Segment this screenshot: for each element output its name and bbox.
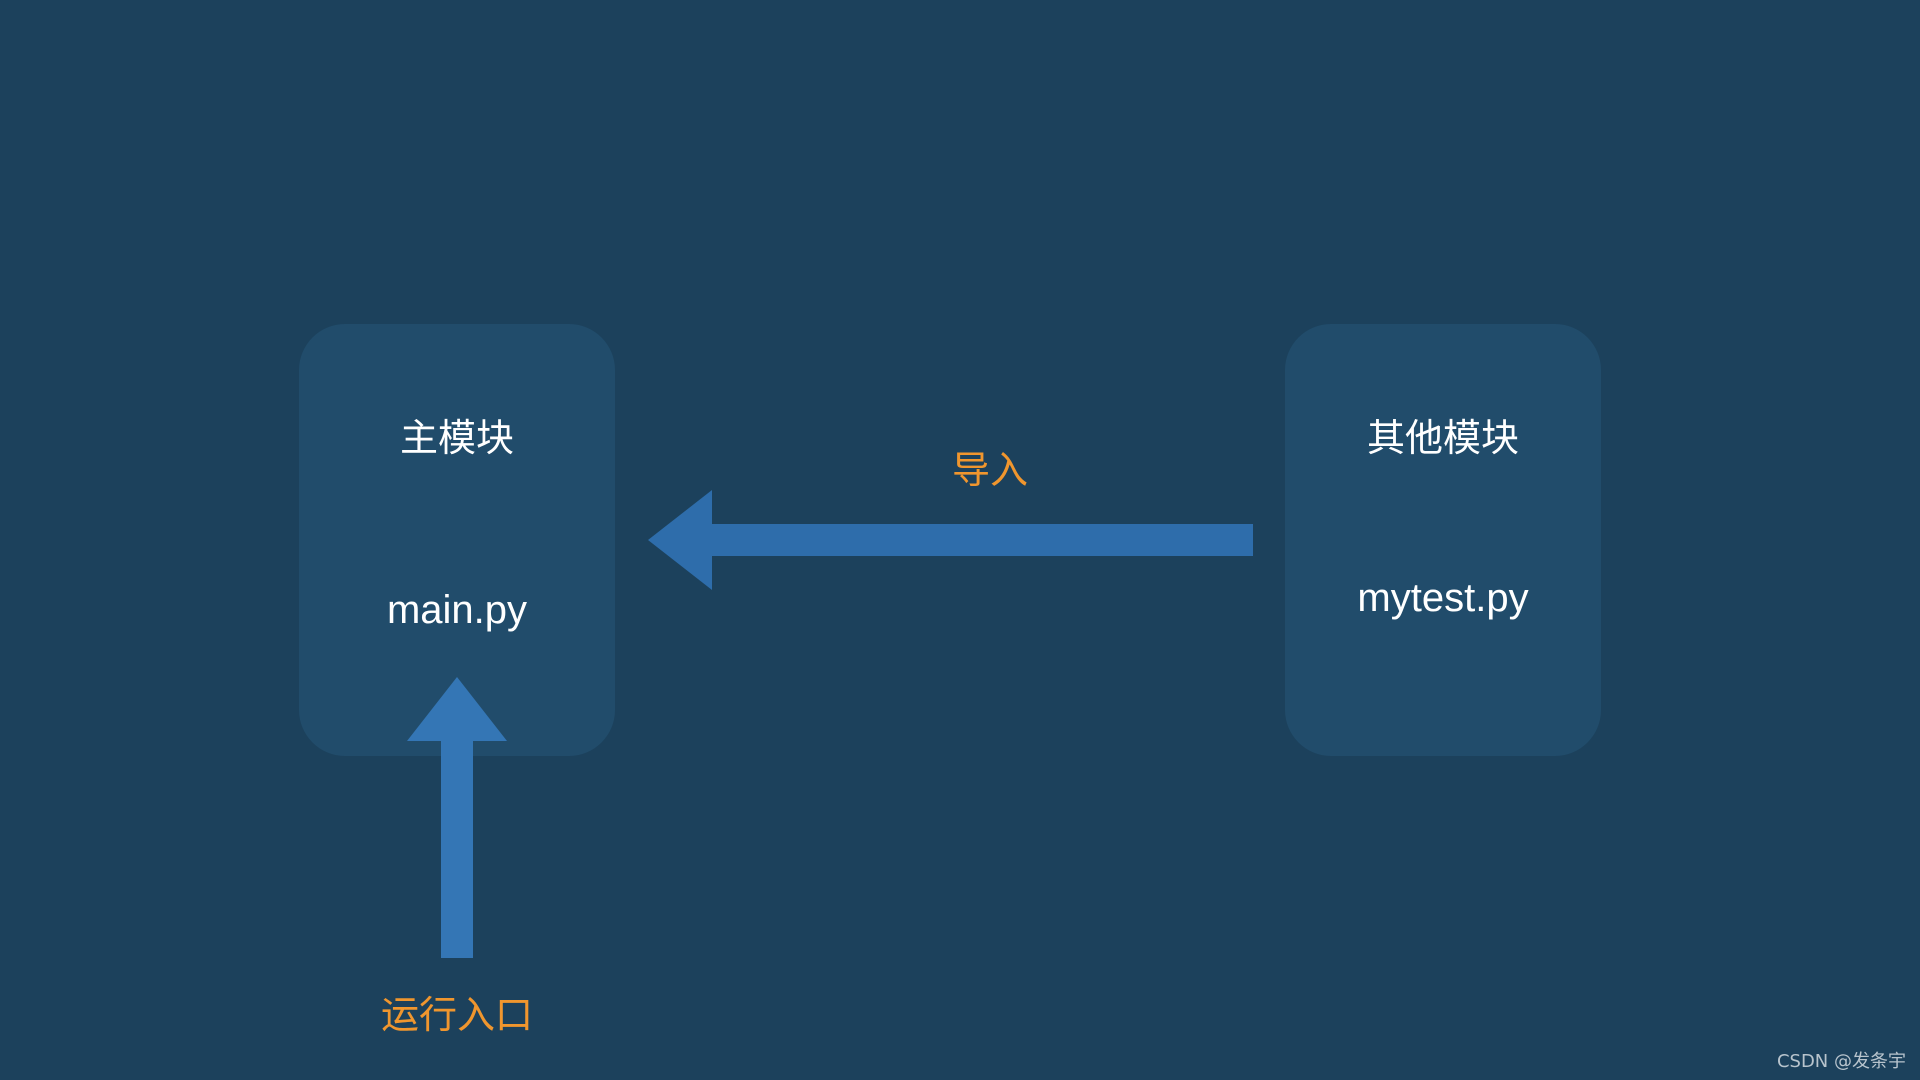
import-arrow	[648, 490, 1253, 590]
main-module-filename: main.py	[386, 588, 528, 632]
other-module-title: 其他模块	[1366, 416, 1519, 460]
import-label: 导入	[951, 448, 1028, 492]
other-module-filename: mytest.py	[1357, 576, 1529, 620]
watermark: CSDN @发条宇	[1776, 1051, 1906, 1072]
other-module-box: 其他模块 mytest.py	[1285, 324, 1601, 756]
entry-arrow	[407, 677, 507, 958]
main-module-title: 主模块	[399, 416, 514, 460]
entry-point-label: 运行入口	[380, 993, 533, 1037]
